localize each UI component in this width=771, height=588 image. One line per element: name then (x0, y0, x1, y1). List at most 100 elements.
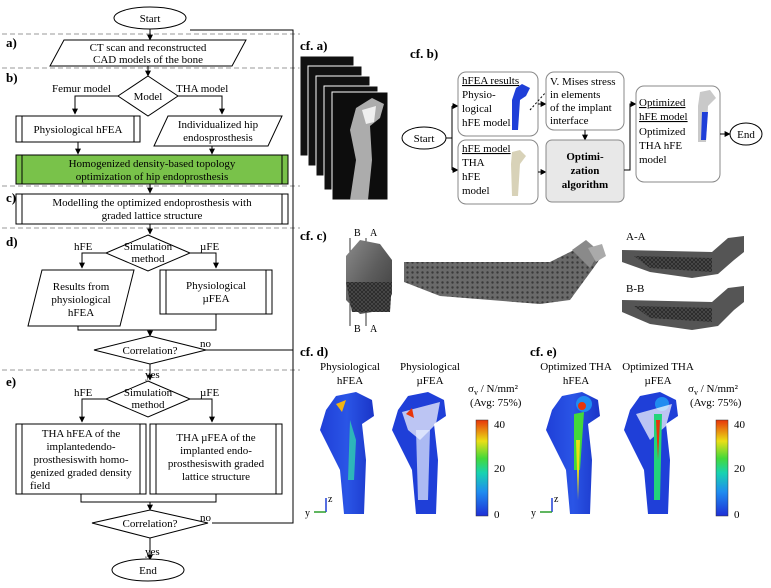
hfe-model-label: hFE model (462, 143, 511, 155)
mufe-label-e: µFE (200, 387, 219, 399)
algo-line-2: zation (571, 165, 600, 177)
e-axis-y: y (531, 508, 536, 519)
e-legend-avg: (Avg: 75%) (690, 397, 742, 409)
d-right-title-1: Physiological (400, 361, 460, 373)
start-label: Start (140, 13, 161, 25)
physiological-mufea-box (159, 269, 273, 315)
mufe-label-d: µFE (200, 241, 219, 253)
section-a-label: a) (6, 35, 17, 50)
opt-line-5: model (639, 154, 667, 166)
e-left-title-2: hFEA (563, 375, 589, 387)
topo-line-1: Homogenized density-based topology (69, 158, 236, 170)
physio-line-3: hFE model (462, 117, 511, 129)
section-separators (2, 33, 300, 371)
tha-hfea-box (15, 423, 147, 495)
no-label-d: no (200, 338, 212, 350)
end-terminal (111, 558, 185, 582)
panel-a: cf. a) (299, 38, 389, 201)
sim-e-line-2: method (132, 399, 165, 411)
section-d-label: d) (6, 234, 18, 249)
panel-b: cf. b) Start hFEA results Physio- logica… (401, 46, 763, 205)
ct-scan-box (49, 39, 247, 67)
lattice-line-1: Modelling the optimized endoprosthesis w… (52, 197, 252, 209)
section-bb-label: B-B (626, 283, 644, 295)
e-hfea-femur (546, 392, 600, 514)
panel-a-label: cf. a) (300, 38, 327, 53)
tha-h-line-5: field (30, 480, 51, 492)
opt-line-1: Optimized (639, 97, 686, 109)
e-right-title-2: µFEA (644, 375, 671, 387)
panel-d: cf. d) Physiological hFEA Physiological … (300, 344, 522, 521)
e-left-title-1: Optimized THA (540, 361, 612, 373)
optimization-algorithm-box (545, 139, 625, 203)
d-legend-title: σv / N/mm² (468, 383, 519, 397)
d-left-title-1: Physiological (320, 361, 380, 373)
indiv-line-1: Individualized hip (178, 119, 259, 131)
vmises-line-2: in elements (550, 89, 600, 101)
d-colorbar (475, 419, 489, 517)
results-physiological-box (27, 269, 135, 327)
prosthesis-side-view (404, 240, 606, 304)
corr-d-label: Correlation? (123, 345, 178, 357)
tha-h-line-3: prosthesiswith homo- (33, 454, 128, 466)
d-tick-min: 0 (494, 509, 500, 521)
tha-h-line-1: THA hFEA of the (42, 428, 121, 440)
e-tick-max: 40 (734, 419, 746, 431)
d-axis-y: y (305, 508, 310, 519)
opt-line-3: Optimized (639, 126, 686, 138)
b-end-terminal (729, 122, 763, 146)
d-tick-max: 40 (494, 419, 506, 431)
section-aa-view (622, 236, 744, 278)
d-mufea-femur (392, 392, 446, 514)
e-legend-title: σv / N/mm² (688, 383, 739, 397)
physio-line-2: logical (462, 103, 492, 115)
hfea-results-label: hFEA results (462, 75, 519, 87)
tha-mu-line-2: implanted endo- (180, 445, 252, 457)
tha-mu-line-4: lattice structure (182, 471, 250, 483)
hfe-label-e: hFE (74, 387, 93, 399)
section-b-label: b) (6, 70, 18, 85)
panel-e-label: cf. e) (530, 344, 557, 359)
topology-optimization-box (15, 154, 289, 185)
d-tick-mid: 20 (494, 463, 506, 475)
c-b-top: B (354, 228, 361, 239)
tha-b-line-3: model (462, 185, 490, 197)
e-mufea-femur (624, 392, 678, 514)
vmises-line-3: of the implant (550, 102, 612, 114)
tha-mu-line-1: THA µFEA of the (176, 432, 255, 444)
opt-line-4: THA hFE (639, 140, 682, 152)
d-legend-avg: (Avg: 75%) (470, 397, 522, 409)
sim-d-line-2: method (132, 253, 165, 265)
lattice-line-2: graded lattice structure (102, 210, 203, 222)
c-a-top: A (370, 228, 378, 239)
panel-c: cf. c) B A B A A-A B-B (300, 228, 744, 335)
e-right-title-1: Optimized THA (622, 361, 694, 373)
section-bb-view (622, 286, 744, 330)
lattice-modelling-box (15, 193, 289, 225)
e-axis-triad: z y (531, 494, 559, 519)
vmises-line-4: interface (550, 115, 589, 127)
corr-e-label: Correlation? (123, 518, 178, 530)
tha-b-line-2: hFE (462, 171, 481, 183)
res-line-2: physiological (51, 294, 110, 306)
model-decision (117, 75, 179, 117)
physiological-hfea-label: Physiological hFEA (34, 124, 123, 136)
e-colorbar (715, 419, 729, 517)
d-left-title-2: hFEA (337, 375, 363, 387)
no-label-e: no (200, 512, 212, 524)
e-tick-min: 0 (734, 509, 740, 521)
loop-line-d (190, 29, 294, 351)
topo-line-2: optimization of hip endoprosthesis (76, 171, 228, 183)
c-a-bottom: A (370, 324, 378, 335)
panel-d-label: cf. d) (300, 344, 328, 359)
ct-line-1: CT scan and reconstructed (90, 42, 207, 54)
d-right-title-2: µFEA (416, 375, 443, 387)
tha-model-label: THA model (176, 83, 228, 95)
physio-line-1: Physio- (462, 89, 496, 101)
e-tick-mid: 20 (734, 463, 746, 475)
tha-mu-line-3: prosthesiswith graded (168, 458, 265, 470)
vmises-line-1: V. Mises stress (550, 76, 616, 88)
model-label: Model (134, 91, 163, 103)
ct-line-2: CAD models of the bone (93, 54, 203, 66)
simulation-decision-e (104, 380, 192, 418)
